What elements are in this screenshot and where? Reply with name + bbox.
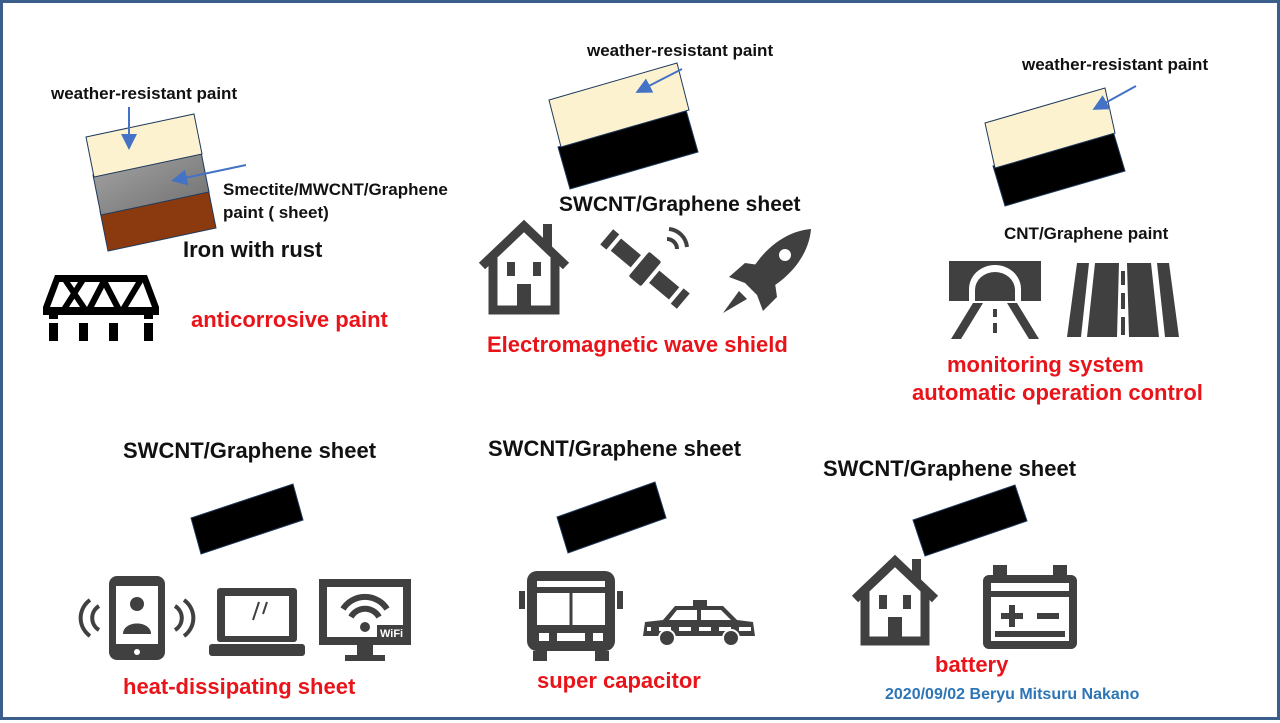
label-heat-dissipating-sheet: heat-dissipating sheet xyxy=(123,674,356,699)
monitoring-layer-stack xyxy=(984,85,1137,207)
label-iron-with-rust: Iron with rust xyxy=(183,237,323,262)
label-super-capacitor: super capacitor xyxy=(537,668,701,693)
wifi-label: WiFi xyxy=(380,628,404,640)
label-swcnt-graphene-sheet: SWCNT/Graphene sheet xyxy=(488,436,742,461)
laptop-icon xyxy=(209,588,305,656)
heat-sheet xyxy=(190,483,304,555)
label-battery: battery xyxy=(935,652,1009,677)
house-icon xyxy=(851,554,939,646)
bus-icon xyxy=(519,571,623,661)
layer-diagrams xyxy=(85,62,1137,557)
bridge-icon xyxy=(43,275,159,341)
capacitor-sheet xyxy=(556,481,667,554)
label-swcnt-graphene-sheet: SWCNT/Graphene sheet xyxy=(559,193,801,216)
label-weather-resistant-paint: weather-resistant paint xyxy=(51,84,238,103)
credit-line: 2020/09/02 Beryu Mitsuru Nakano xyxy=(885,686,1140,703)
weather-resistant-layer xyxy=(85,113,203,178)
em-shield-layer-stack xyxy=(548,62,699,190)
house-icon xyxy=(478,219,570,315)
label-swcnt-graphene-sheet: SWCNT/Graphene sheet xyxy=(123,438,377,463)
label-weather-resistant-paint: weather-resistant paint xyxy=(587,41,774,60)
arrow-to-top-layer xyxy=(1092,85,1137,110)
car-battery-icon xyxy=(983,565,1077,649)
wifi-monitor-icon xyxy=(319,579,411,661)
tunnel-icon xyxy=(949,261,1041,339)
taxi-icon xyxy=(643,600,755,647)
label-coating-line2: paint ( sheet) xyxy=(223,203,329,222)
weather-resistant-layer xyxy=(984,87,1116,169)
label-anticorrosive-paint: anticorrosive paint xyxy=(191,307,388,332)
satellite-icon xyxy=(600,227,690,309)
label-cnt-graphene-paint: CNT/Graphene paint xyxy=(1004,224,1169,243)
label-swcnt-graphene-sheet: SWCNT/Graphene sheet xyxy=(823,456,1077,481)
arrow-to-coating-layer xyxy=(171,164,247,186)
anticorrosion-layer-stack xyxy=(85,107,247,252)
rocket-icon xyxy=(723,229,811,313)
label-monitoring-system: monitoring system xyxy=(947,352,1144,377)
battery-sheet xyxy=(912,484,1028,557)
label-automatic-operation-control: automatic operation control xyxy=(912,380,1203,405)
label-coating-line1: Smectite/MWCNT/Graphene xyxy=(223,180,448,199)
smartphone-icon xyxy=(78,576,196,660)
arrow-to-top-layer xyxy=(635,68,683,93)
label-weather-resistant-paint: weather-resistant paint xyxy=(1022,55,1209,74)
label-em-wave-shield: Electromagnetic wave shield xyxy=(487,332,788,357)
road-icon xyxy=(1067,263,1179,337)
